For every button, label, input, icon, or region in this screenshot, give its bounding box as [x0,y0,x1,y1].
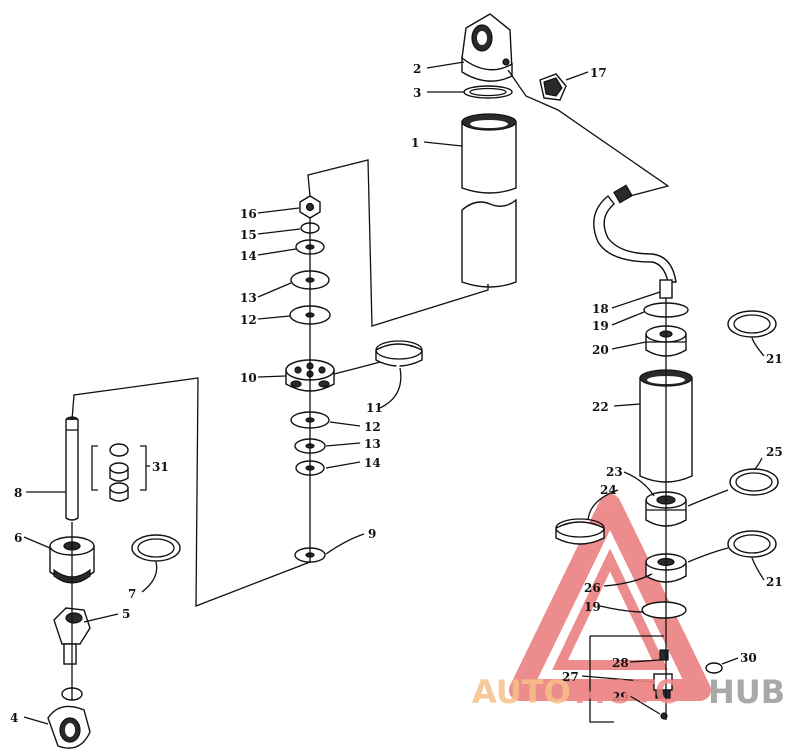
o-ring-25 [729,468,779,496]
watermark-text: AUTO MOTO HUB [472,673,785,711]
callout-1: 1 [411,136,419,150]
watermark-word-hub: HUB [708,673,785,711]
valve-28 [659,649,669,661]
shaft-8 [65,416,79,521]
bushing-set-31 [109,443,129,502]
callout-29: 29 [612,690,629,704]
callout-5: 5 [122,607,130,621]
valve-core-27 [653,673,673,699]
leader-lines [23,61,765,725]
callout-24: 24 [600,483,617,497]
watermark-logo [509,494,711,701]
seal-ring-24 [555,518,605,545]
callout-22: 22 [592,400,609,414]
callout-2: 2 [413,62,421,76]
callout-11: 11 [366,401,383,415]
callout-13-top: 13 [240,291,257,305]
callout-27: 27 [562,670,579,684]
callout-16: 16 [240,207,257,221]
callout-26: 26 [584,581,601,595]
o-ring-3 [463,85,513,99]
callout-23: 23 [606,465,623,479]
callout-12-bottom: 12 [364,420,381,434]
callout-15: 15 [240,228,257,242]
callout-4: 4 [10,711,18,725]
callout-8: 8 [14,486,22,500]
callout-21-top: 21 [766,352,783,366]
callout-numbers: 2 3 1 17 16 15 14 13 12 10 11 12 13 14 9… [10,62,783,725]
callout-31: 31 [152,460,169,474]
callout-19-top: 19 [592,319,609,333]
callout-14-top: 14 [240,249,257,263]
eye-mount-4 [47,705,91,749]
cylinder-body-1 [461,113,517,288]
watermark-word-auto: AUTO [472,673,571,711]
callout-19-bottom: 19 [584,600,601,614]
assembly-lines [71,69,670,723]
o-ring-21-top [727,310,777,338]
callout-17: 17 [590,66,607,80]
hose-18 [593,184,677,299]
fitting-17 [539,73,567,101]
eye-mount-2 [461,13,513,82]
nut-16 [299,195,321,219]
callout-14-bottom: 14 [364,456,381,470]
callout-21-bottom: 21 [766,575,783,589]
seal-30 [705,662,723,674]
callout-9: 9 [368,527,376,541]
piston-ring-11 [375,340,423,369]
callout-20: 20 [592,343,609,357]
o-ring-7 [131,534,181,562]
o-ring-19-bottom [641,601,687,619]
callout-25: 25 [766,445,783,459]
callout-10: 10 [240,371,257,385]
callout-30: 30 [740,651,757,665]
callout-12-top: 12 [240,313,257,327]
callout-6: 6 [14,531,22,545]
callout-3: 3 [413,86,421,100]
callout-13-bottom: 13 [364,437,381,451]
o-ring-21-bottom [727,530,777,558]
watermark-word-moto: MOTO [574,673,682,711]
callout-18: 18 [592,302,609,316]
callout-28: 28 [612,656,629,670]
callout-7: 7 [128,587,136,601]
